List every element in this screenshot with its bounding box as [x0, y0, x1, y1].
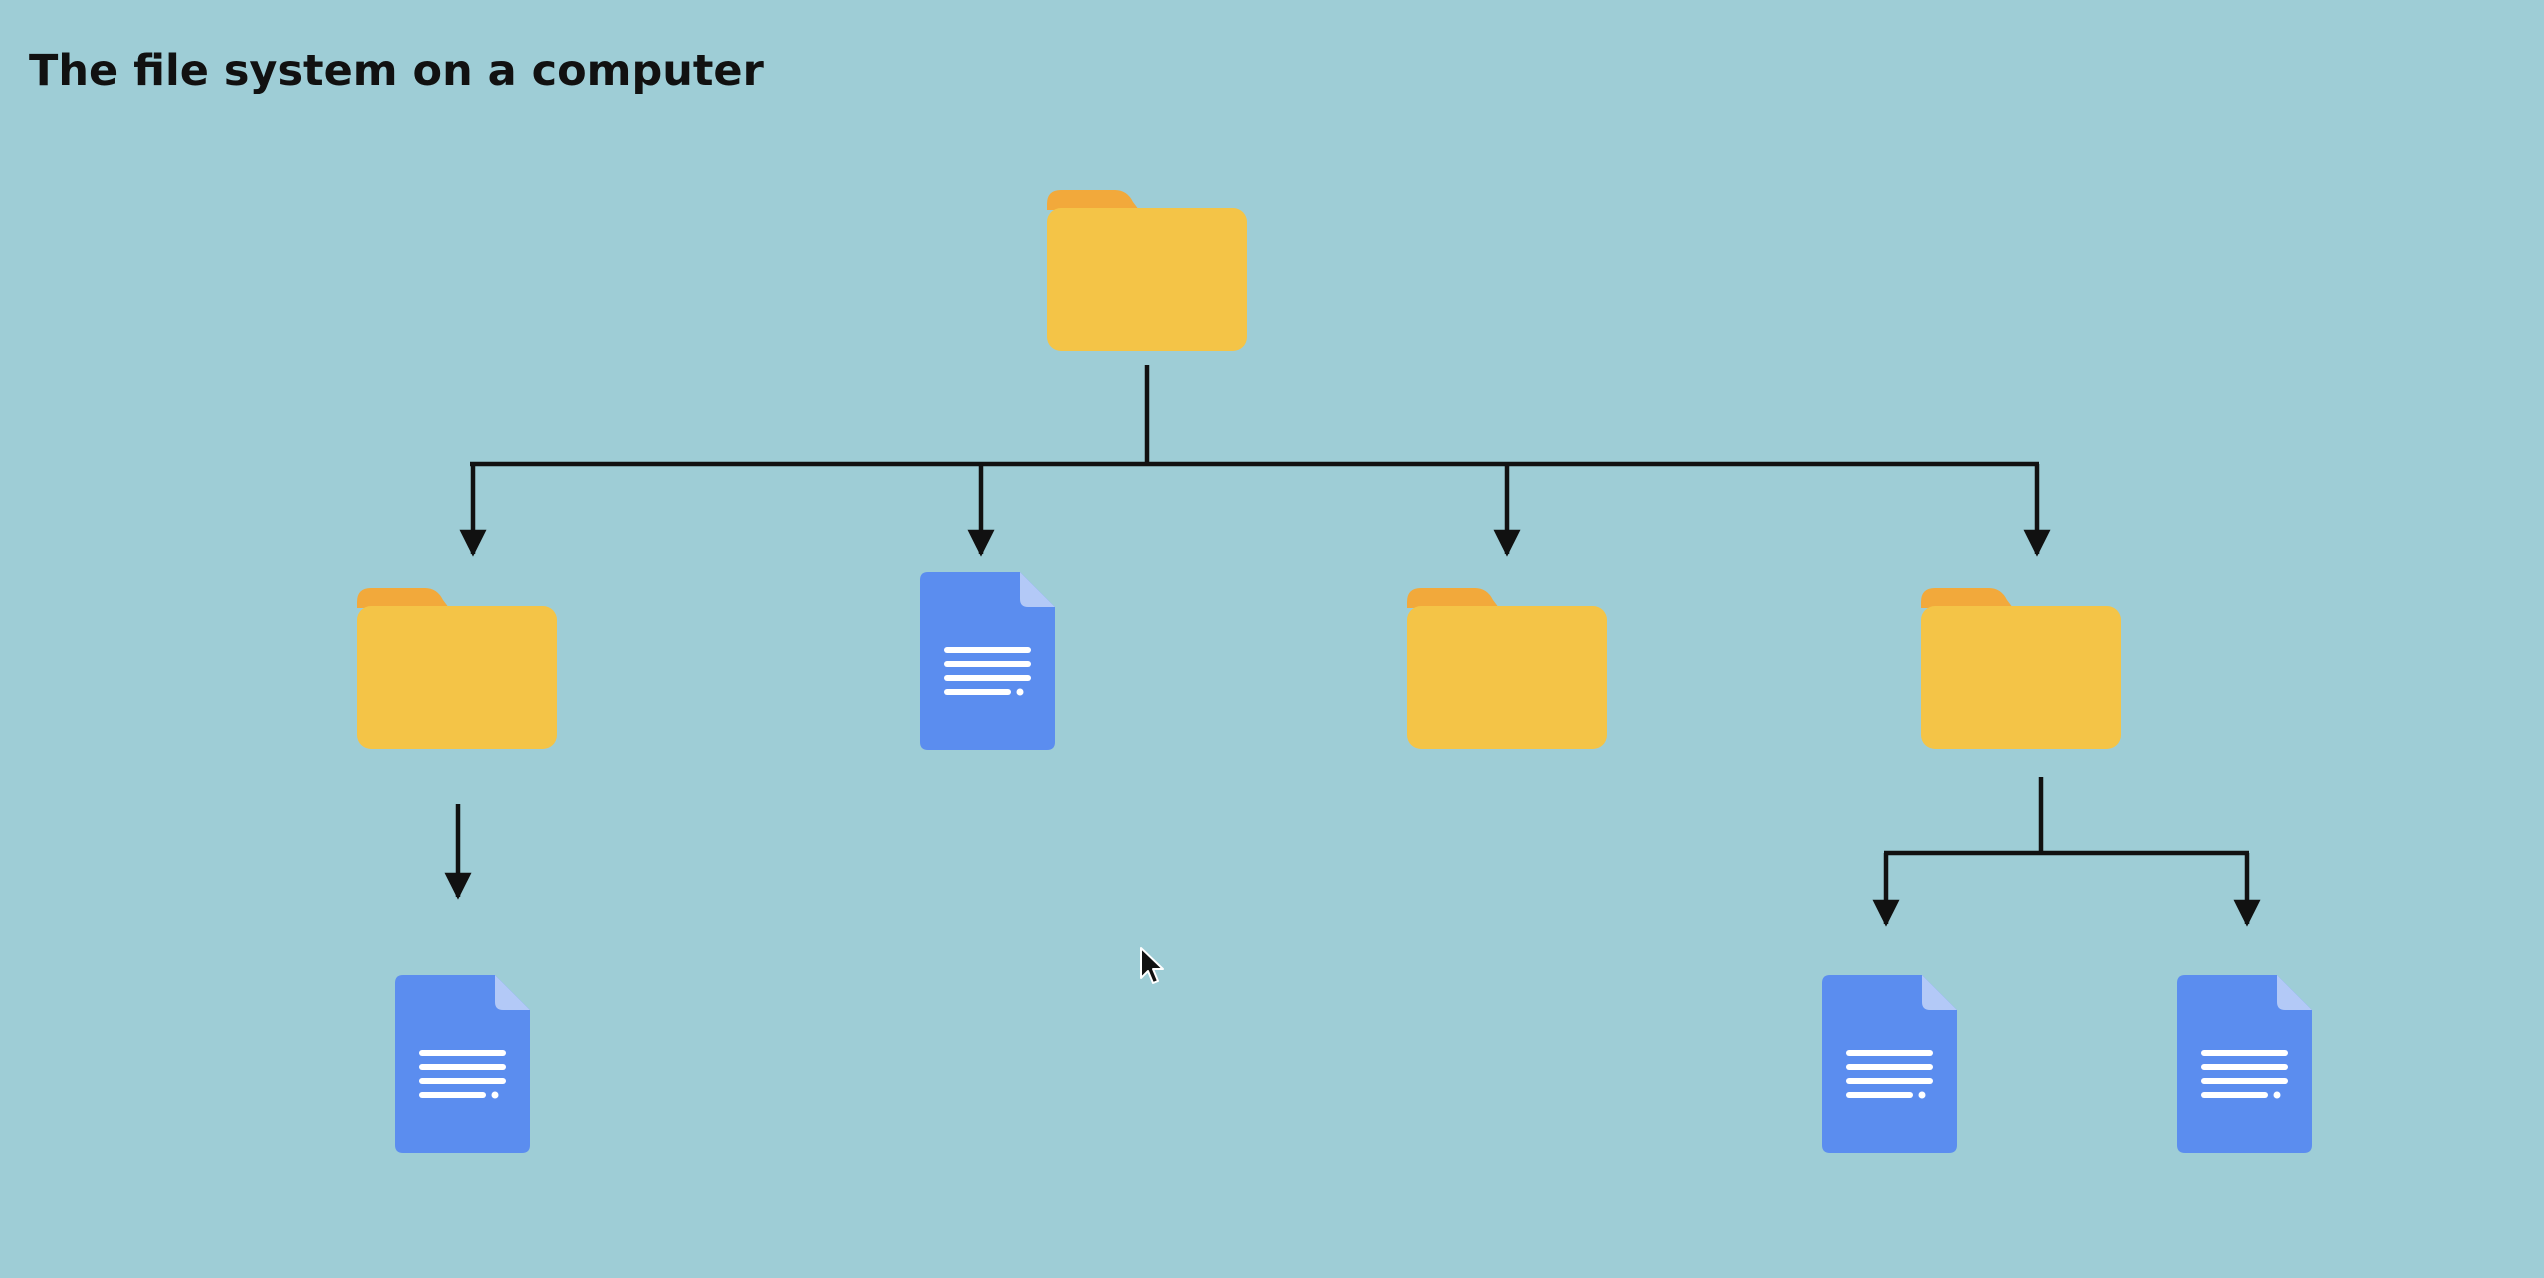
connector-root-to-children: [459, 365, 2051, 557]
document-3-1-icon: [1822, 975, 1957, 1153]
document-3-2-icon: [2177, 975, 2312, 1153]
folder-2-icon: [1407, 588, 1607, 749]
document-1-1-icon: [395, 975, 530, 1153]
mouse-pointer-icon: [1140, 947, 1164, 984]
connector-folder-3-to-documents: [1872, 777, 2261, 927]
folder-3-icon: [1921, 588, 2121, 749]
document-1-icon: [920, 572, 1055, 750]
folder-1-icon: [357, 588, 557, 749]
diagram-title: The file system on a computer: [29, 46, 764, 96]
root-folder-icon: [1047, 190, 1247, 351]
